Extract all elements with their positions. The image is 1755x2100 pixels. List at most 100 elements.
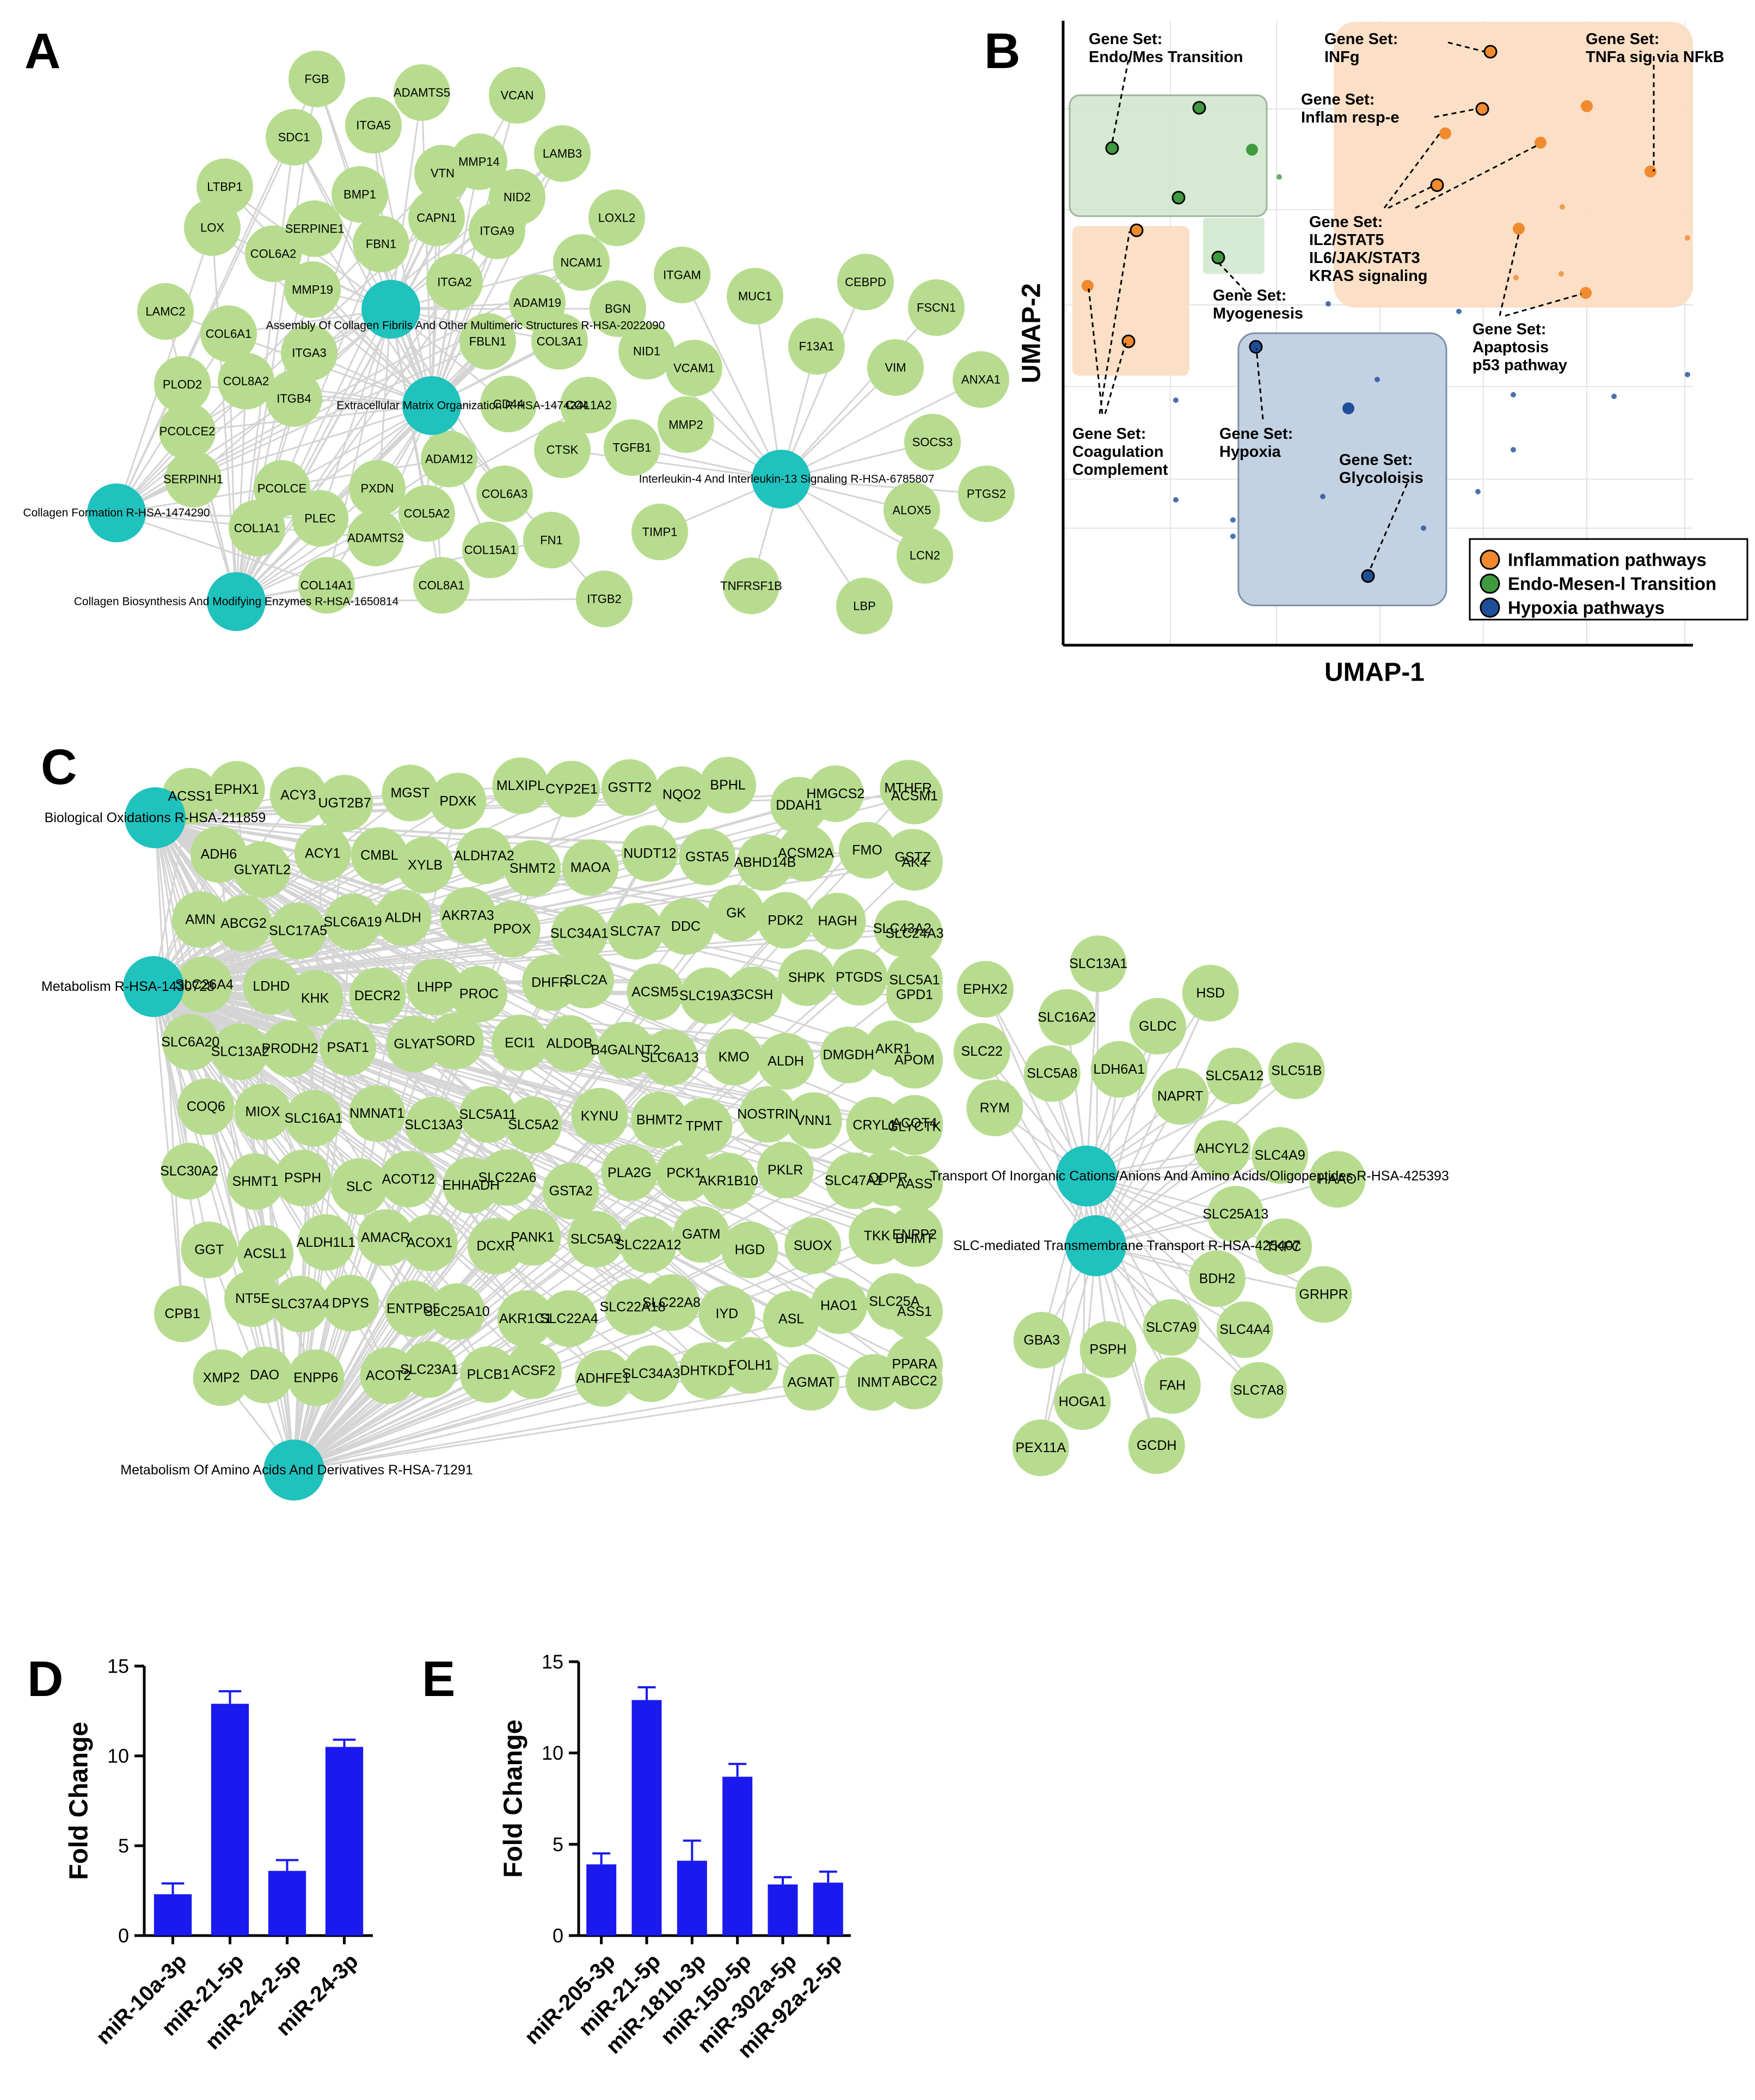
gene-label-a: BGN	[605, 302, 631, 316]
gene-node-a	[727, 268, 783, 325]
gene-node-a	[867, 339, 924, 396]
y-tick-label: 15	[107, 1655, 129, 1677]
gene-node-c	[601, 759, 658, 816]
legend-swatch	[1480, 597, 1500, 618]
gene-node-c	[177, 1078, 235, 1135]
gene-label-c: SLC5A2	[508, 1117, 559, 1132]
gene-label-c: SLC22A12	[616, 1237, 682, 1252]
gene-node-a	[618, 323, 675, 379]
pathway-node-a	[361, 280, 420, 339]
gene-label-c: BHMT2	[636, 1112, 683, 1128]
gene-node-a	[534, 125, 591, 182]
gene-label-c: HAO1	[820, 1298, 857, 1313]
pathway-node-a	[752, 450, 811, 509]
gene-node-c	[839, 822, 896, 879]
gene-node-a	[631, 504, 688, 560]
pathway-node-c	[263, 1440, 324, 1501]
gene-label-c: SLC47A1	[825, 1173, 883, 1189]
gene-node-a	[534, 421, 591, 478]
gene-label-c: NAPRT	[1157, 1089, 1203, 1104]
gene-node-c	[725, 966, 782, 1024]
gene-node-c	[1230, 1362, 1287, 1419]
gene-label-c: SLC25A	[869, 1294, 919, 1309]
edge-a	[116, 512, 321, 519]
gene-label-c: ALDH7A2	[453, 848, 514, 864]
pathway-node-c	[125, 787, 186, 848]
umap-point-labeled	[1130, 223, 1144, 237]
gene-label-c: ACSM2A	[778, 846, 834, 861]
gene-node-c	[401, 1214, 458, 1271]
gene-label-c: SLC13A2	[211, 1044, 269, 1060]
gene-node-c	[953, 1023, 1010, 1080]
gene-node-c	[575, 1350, 632, 1407]
gene-label-a: COL5A2	[404, 507, 450, 521]
umap-point-labeled	[1211, 250, 1225, 265]
gene-node-c	[386, 1015, 443, 1073]
gene-node-c	[351, 827, 408, 884]
pathway-node-c	[1056, 1146, 1117, 1207]
gene-node-c	[783, 1354, 840, 1411]
gene-label-a: TGFB1	[613, 441, 652, 455]
gene-label-c: ACY1	[305, 846, 340, 861]
gene-label-a: ITGA2	[437, 275, 472, 289]
edge-a	[390, 261, 582, 310]
gene-label-c: DMGDH	[823, 1048, 874, 1063]
gene-node-c	[1206, 1048, 1263, 1105]
gene-label-c: LDHD	[253, 979, 290, 994]
umap-point-small	[1173, 497, 1179, 503]
gene-node-c	[956, 960, 1014, 1018]
gene-label-a: LTBP1	[207, 180, 243, 194]
gene-label-c: HAGH	[818, 914, 857, 929]
gene-label-c: GSTA2	[549, 1184, 593, 1199]
gene-node-c	[439, 887, 496, 944]
gene-node-a	[298, 557, 355, 614]
pathway-label-c: Biological Oxidations R-HSA-211859	[45, 810, 266, 825]
gene-label-c: DDC	[671, 919, 701, 934]
gene-label-c: QDPR	[868, 1171, 907, 1186]
gene-label-c: IYD	[716, 1306, 739, 1321]
gene-node-c	[1038, 989, 1095, 1046]
gene-node-c	[621, 825, 678, 882]
y-axis-title: Fold Change	[65, 1722, 94, 1880]
gene-label-c: CYP2E1	[545, 781, 598, 797]
umap-annotation: Inflam resp-e	[1301, 109, 1400, 126]
gene-label-c: BDH2	[1199, 1271, 1236, 1286]
gene-node-a	[553, 234, 610, 291]
gene-label-c: SLC43A2	[873, 921, 931, 936]
bar	[325, 1747, 364, 1936]
edge-a	[235, 381, 247, 602]
umap-point-small	[1511, 392, 1516, 397]
gene-node-c	[1309, 1150, 1366, 1208]
gene-node-c	[886, 1155, 943, 1213]
edge-c	[153, 786, 630, 988]
gene-label-a: ADAMTS5	[394, 86, 450, 100]
gene-label-c: SLC22	[961, 1044, 1003, 1059]
gene-label-c: SLC24A3	[885, 926, 943, 941]
edge-a	[319, 309, 392, 519]
gene-node-a	[284, 261, 341, 318]
edge-a	[193, 405, 432, 480]
gene-label-a: MMP19	[292, 283, 333, 297]
gene-label-c: TKFC	[1266, 1239, 1301, 1254]
umap-annotation: Gene Set:	[1072, 425, 1146, 443]
gene-node-c	[1090, 1041, 1148, 1098]
gene-label-c: ADHFE1	[576, 1371, 630, 1386]
gene-label-c: AMACR	[361, 1230, 410, 1245]
gene-node-c	[294, 825, 351, 882]
gene-node-c	[886, 1206, 943, 1263]
gene-node-c	[357, 1209, 414, 1266]
gene-label-c: PEX11A	[1015, 1440, 1066, 1455]
gene-label-a: LOX	[200, 221, 224, 235]
gene-label-c: BPHL	[710, 777, 745, 793]
edge-a	[780, 307, 937, 480]
umap-point	[1246, 144, 1258, 156]
gene-node-c	[385, 1280, 442, 1337]
gene-label-c: SLC13A3	[404, 1117, 463, 1132]
gene-node-a	[666, 340, 722, 396]
gene-label-c: MAOA	[570, 860, 611, 875]
umap-point-small	[1685, 372, 1690, 377]
gene-label-c: ACOT2	[366, 1368, 411, 1383]
gene-node-c	[562, 839, 619, 896]
gene-node-c	[234, 1083, 291, 1141]
